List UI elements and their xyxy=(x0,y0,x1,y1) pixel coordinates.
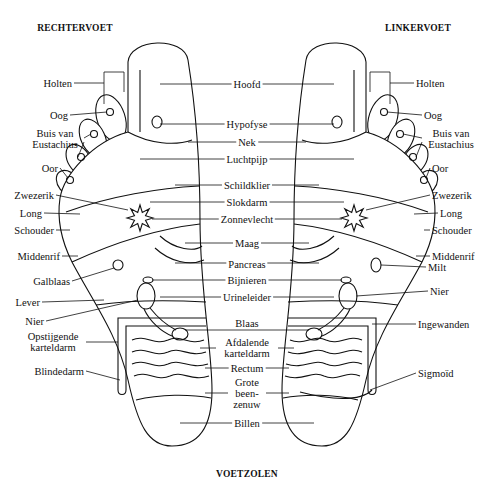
organ-label: Holten xyxy=(43,78,72,89)
organ-label: Holten xyxy=(416,78,445,89)
organ-label: Lever xyxy=(16,297,40,308)
organ-label: Nier xyxy=(430,286,449,297)
organ-label: Schouder xyxy=(14,225,54,236)
spleen-mark xyxy=(371,258,381,272)
right-foot-sole xyxy=(52,43,212,446)
organ-label: Middenrif xyxy=(432,251,475,262)
organ-label: Rectum xyxy=(229,363,266,374)
left-foot-sole xyxy=(282,43,442,446)
organ-label: Maag xyxy=(233,238,261,249)
organ-label: Urineleider xyxy=(221,292,273,303)
organ-label: Hoofd xyxy=(232,79,263,90)
organ-label: Grote been- zenuw xyxy=(228,377,266,410)
organ-label: Long xyxy=(440,208,462,219)
organ-label: Long xyxy=(20,208,42,219)
organ-label: Zonnevlecht xyxy=(219,214,275,225)
foot-heading: LINKERVOET xyxy=(385,23,451,34)
sigmoid-curve xyxy=(300,390,372,399)
organ-label: Nek xyxy=(236,137,258,148)
caption: VOETZOLEN xyxy=(216,469,278,480)
organ-label: Milt xyxy=(428,262,446,273)
organ-label: Buis van Eustachius xyxy=(424,128,478,150)
organ-label: Slokdarm xyxy=(225,197,270,208)
leader-lines-centre xyxy=(140,84,354,423)
organ-label: Hypofyse xyxy=(225,119,270,130)
gallbladder-mark xyxy=(113,260,123,270)
organ-label: Oog xyxy=(50,110,68,121)
organ-label: Zwezerik xyxy=(14,190,54,201)
organ-label: Blindedarm xyxy=(34,366,84,377)
organ-label: Luchtpijp xyxy=(225,154,270,165)
organ-label: Oog xyxy=(424,110,442,121)
organ-label: Billen xyxy=(232,418,262,429)
organ-label: Blaas xyxy=(233,318,260,329)
organ-label: Schildklier xyxy=(222,180,272,191)
organ-label: Oor xyxy=(432,163,448,174)
organ-label: Sigmoïd xyxy=(418,368,454,379)
organ-label: Ingewanden xyxy=(418,319,469,330)
organ-label: Nier xyxy=(25,316,44,327)
organ-label: Zwezerik xyxy=(432,190,472,201)
organ-label: Middenrif xyxy=(17,251,60,262)
organ-label: Galblaas xyxy=(33,276,70,287)
organ-label: Opstijgende karteldarm xyxy=(22,331,84,353)
organ-label: Afdalende karteldarm xyxy=(216,337,278,359)
organ-label: Pancreas xyxy=(226,259,267,270)
organ-label: Buis van Eustachius xyxy=(28,128,82,150)
organ-label: Oor xyxy=(42,163,58,174)
foot-heading: RECHTERVOET xyxy=(37,23,113,34)
organ-label: Bijnieren xyxy=(225,275,268,286)
organ-label: Schouder xyxy=(432,225,472,236)
